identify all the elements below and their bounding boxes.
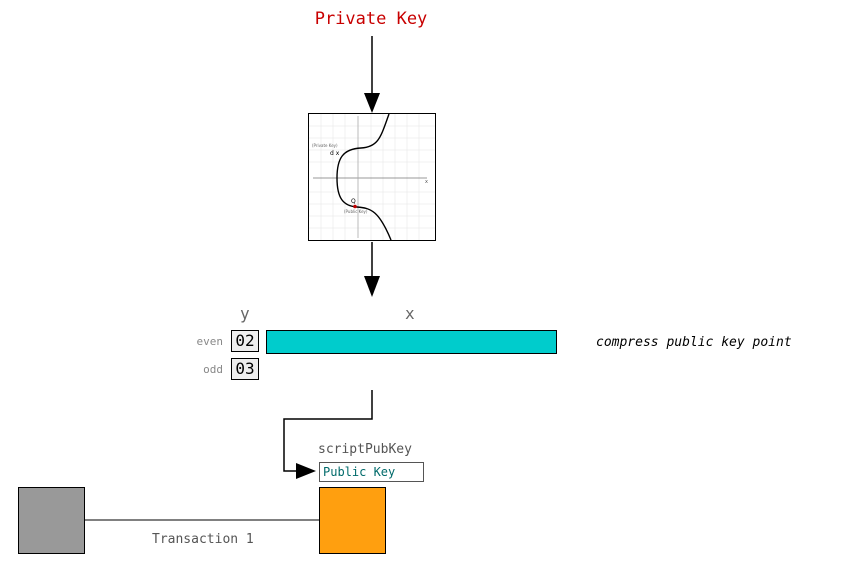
transaction-label: Transaction 1 xyxy=(152,532,254,547)
curve-dx-label: d x xyxy=(330,150,340,157)
curve-private-key-tag: (Private Key) xyxy=(312,143,338,148)
prefix-box-odd: 03 xyxy=(231,358,259,380)
transaction-output-box xyxy=(319,487,386,554)
scriptpubkey-label: scriptPubKey xyxy=(318,442,412,457)
prefix-box-even: 02 xyxy=(231,330,259,352)
arrowhead-compressed-key xyxy=(364,276,380,297)
curve-x-axis-label: x xyxy=(425,179,428,185)
curve-public-key-tag: (Public Key) xyxy=(344,209,368,214)
curve-q-label: Q xyxy=(351,198,356,205)
y-header: y xyxy=(240,304,250,323)
curve-plot: (Private Key) d x Q (Public Key) x xyxy=(309,113,435,241)
transaction-input-box xyxy=(18,487,85,554)
arrowhead-curve xyxy=(364,93,380,113)
parity-label-even: even xyxy=(196,335,224,348)
elliptic-curve-path xyxy=(336,113,392,241)
x-coordinate-bar xyxy=(266,330,557,354)
arrowhead-scriptpubkey xyxy=(296,463,316,479)
x-header: x xyxy=(405,304,415,323)
public-key-point xyxy=(353,204,357,209)
arrow-compressed-key-to-scriptpubkey xyxy=(283,390,373,472)
scriptpubkey-field: Public Key xyxy=(319,462,424,482)
elliptic-curve-graph-icon: (Private Key) d x Q (Public Key) x xyxy=(308,113,436,241)
parity-label-odd: odd xyxy=(203,363,223,376)
compress-caption: compress public key point xyxy=(596,335,792,350)
private-key-title: Private Key xyxy=(314,9,428,29)
